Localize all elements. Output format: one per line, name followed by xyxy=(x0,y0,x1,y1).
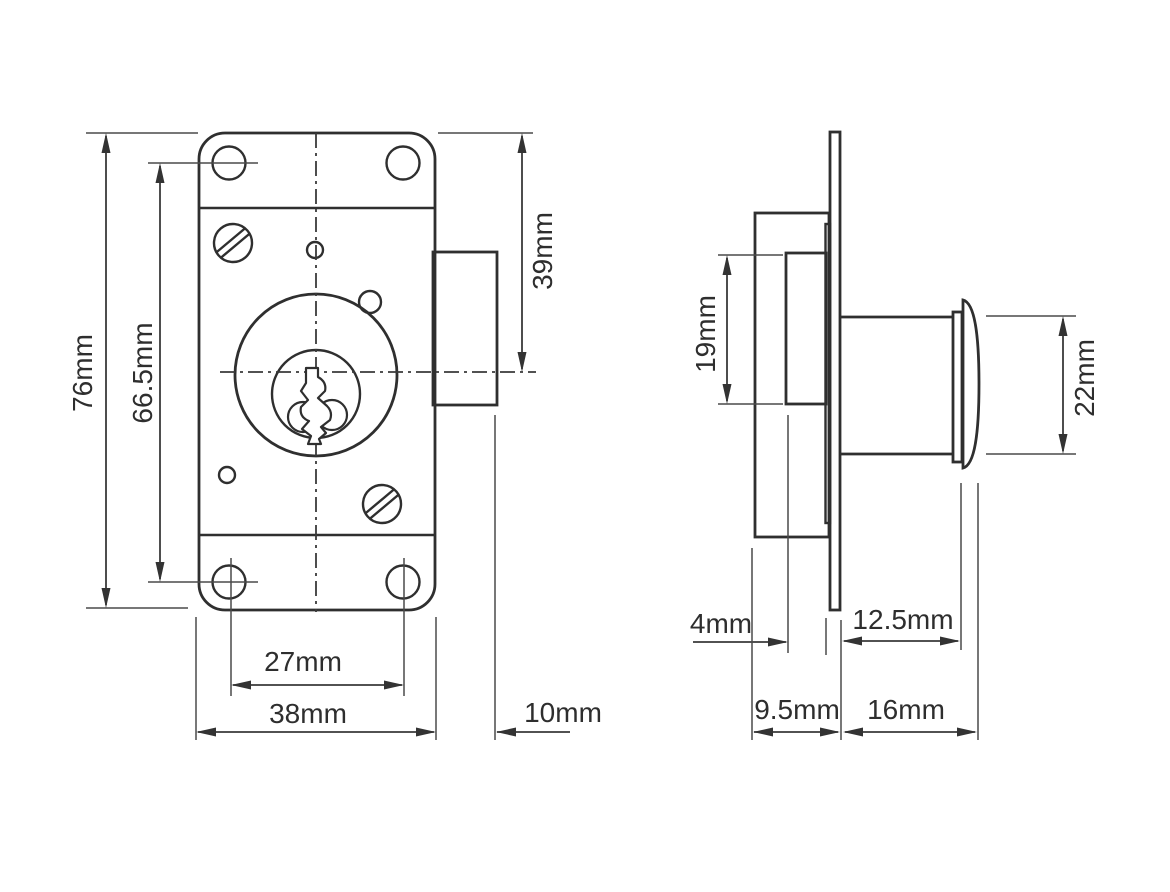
lock-plate-outline xyxy=(197,131,437,612)
dimension-4mm: 4mm xyxy=(690,415,827,655)
dimension-66-5mm: 66.5mm xyxy=(127,162,258,583)
dimension-9-5mm: 9.5mm xyxy=(751,548,840,740)
dimension-16mm: 16mm xyxy=(843,483,979,740)
head-dome xyxy=(961,298,981,470)
dim-label-backplate-offset: 4mm xyxy=(690,608,752,639)
dim-label-top-to-bolt-centre: 39mm xyxy=(527,212,558,290)
keyway-slot xyxy=(299,366,333,446)
dim-label-head-diameter: 22mm xyxy=(1069,339,1100,417)
dim-label-inner-body-height: 19mm xyxy=(690,295,721,373)
lock-case-side xyxy=(753,211,831,539)
dim-label-case-depth: 9.5mm xyxy=(754,694,840,725)
dimension-38mm: 38mm xyxy=(195,617,437,740)
faceplate-side xyxy=(828,130,842,612)
dimension-22mm: 22mm xyxy=(986,315,1100,455)
dim-label-cylinder-projection: 16mm xyxy=(867,694,945,725)
dim-label-bolt-throw: 10mm xyxy=(524,697,602,728)
front-view: 76mm 66.5mm 39mm 27mm xyxy=(67,131,602,740)
bolt-outline xyxy=(431,250,499,407)
dim-label-fixing-centres-vertical: 66.5mm xyxy=(127,322,158,423)
inner-body-side xyxy=(784,251,828,406)
screw-top-left xyxy=(212,222,254,264)
screw-bottom-right xyxy=(361,483,403,525)
dimension-10mm: 10mm xyxy=(494,415,602,740)
dim-label-fixing-centres-horizontal: 27mm xyxy=(264,646,342,677)
fixing-hole-top-right xyxy=(385,145,421,181)
dim-label-overall-height: 76mm xyxy=(67,334,98,412)
dim-label-overall-width: 38mm xyxy=(269,698,347,729)
keyway xyxy=(286,366,349,446)
dim-label-head-depth: 12.5mm xyxy=(852,604,953,635)
dimension-27mm: 27mm xyxy=(230,558,405,696)
small-hole-top xyxy=(305,240,325,260)
small-hole-bottom-left xyxy=(217,465,237,485)
head-ring xyxy=(951,310,964,464)
side-view: 19mm 22mm 4mm 12.5mm xyxy=(690,130,1100,740)
dimension-19mm: 19mm xyxy=(690,254,783,405)
dimension-12-5mm: 12.5mm xyxy=(842,483,962,650)
fixing-hole-bottom-right xyxy=(385,564,421,600)
dimension-39mm: 39mm xyxy=(438,132,558,372)
dimension-76mm: 76mm xyxy=(67,132,198,609)
